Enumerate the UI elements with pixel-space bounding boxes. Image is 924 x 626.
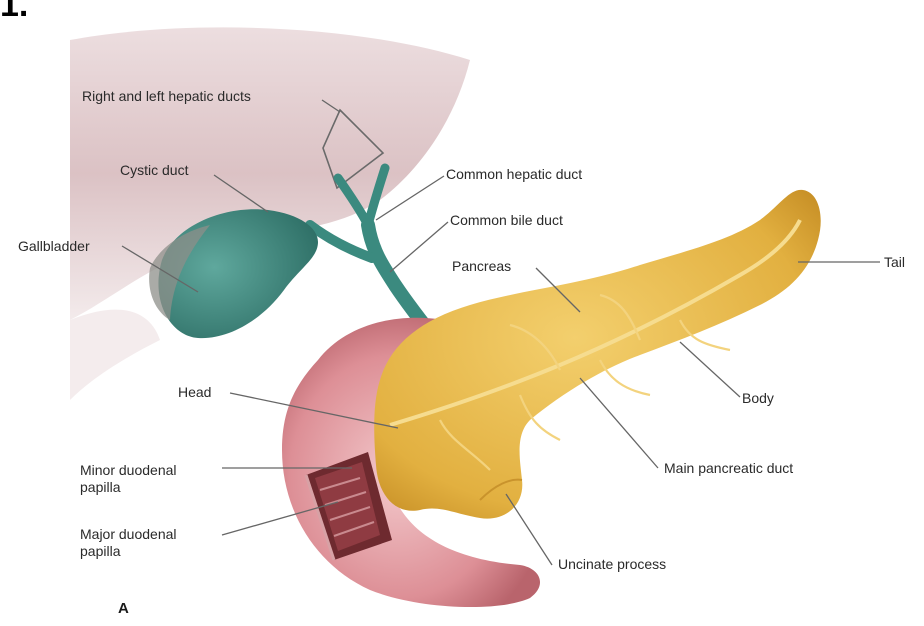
- label-pancreas: Pancreas: [452, 258, 511, 275]
- label-hepatic-ducts: Right and left hepatic ducts: [82, 88, 251, 105]
- label-main-pancreatic-duct: Main pancreatic duct: [664, 460, 793, 477]
- label-gallbladder: Gallbladder: [18, 238, 90, 255]
- label-head: Head: [178, 384, 211, 401]
- label-minor-papilla: Minor duodenal papilla: [80, 462, 210, 496]
- label-cystic-duct: Cystic duct: [120, 162, 188, 179]
- panel-letter: A: [118, 600, 129, 617]
- label-common-hepatic-duct: Common hepatic duct: [446, 166, 582, 183]
- label-common-bile-duct: Common bile duct: [450, 212, 563, 229]
- label-tail: Tail: [884, 254, 905, 271]
- label-uncinate-process: Uncinate process: [558, 556, 666, 573]
- label-body: Body: [742, 390, 774, 407]
- corner-mark: 1.: [0, 0, 28, 25]
- label-major-papilla: Major duodenal papilla: [80, 526, 210, 560]
